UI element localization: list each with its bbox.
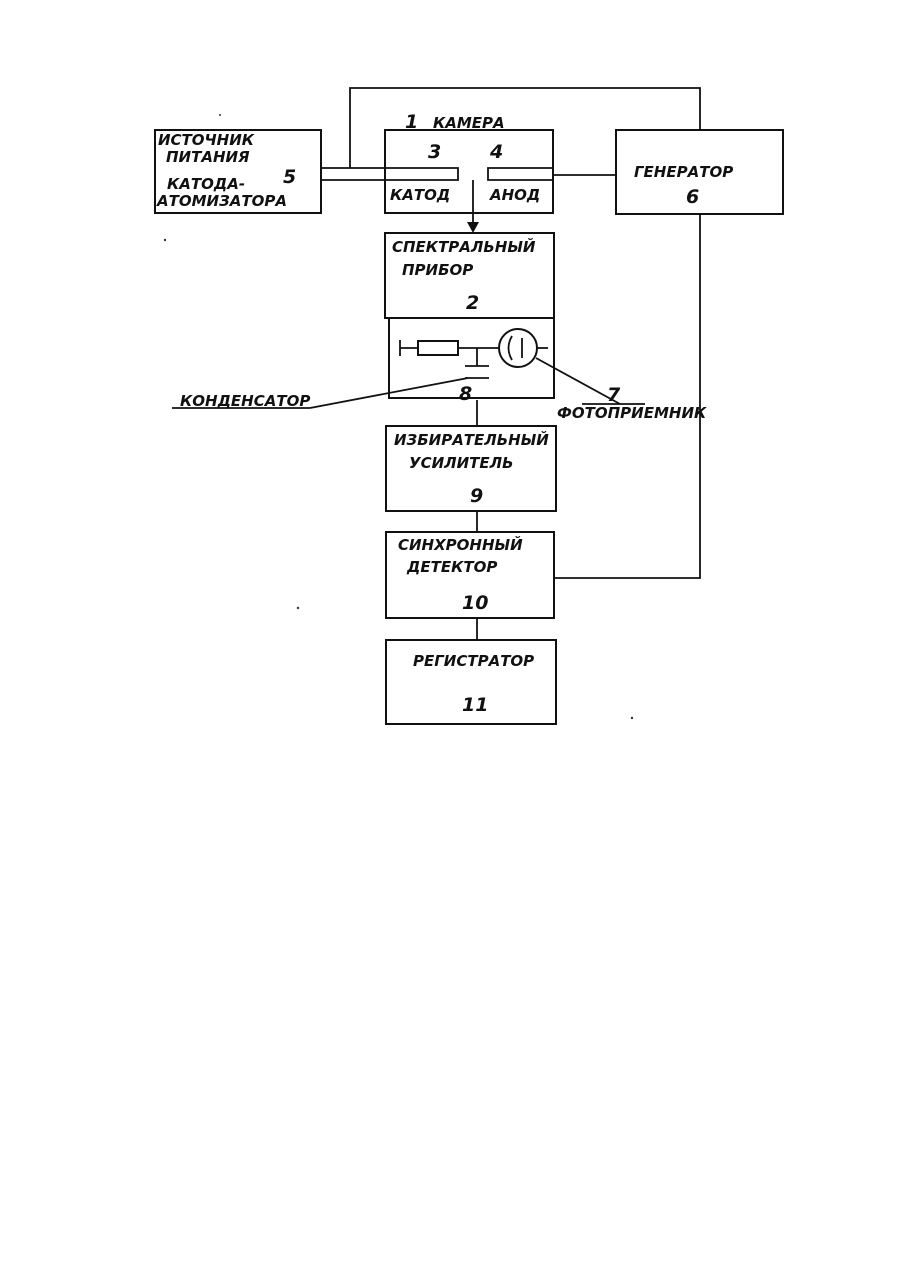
sync-detector-label-1: СИНХРОННЫЙ — [398, 535, 523, 554]
power-source-label-2: ПИТАНИЯ — [166, 148, 250, 166]
cathode-label: КАТОД — [390, 186, 450, 204]
chamber-block: 1 КАМЕРА 3 4 КАТОД АНОД — [321, 111, 553, 213]
spectral-device-block: СПЕКТРАЛЬНЫЙ ПРИБОР 2 — [385, 233, 554, 318]
chamber-label: КАМЕРА — [433, 114, 505, 132]
spectral-device-label-2: ПРИБОР — [402, 261, 473, 279]
selective-amplifier-number: 9 — [470, 485, 483, 507]
photocell-circle — [499, 329, 537, 367]
power-source-label-1: ИСТОЧНИК — [158, 131, 255, 149]
anode-label: АНОД — [489, 186, 540, 204]
capacitor-number: 8 — [459, 383, 472, 405]
generator-feedback-wire — [350, 88, 700, 168]
scan-speck — [297, 607, 299, 609]
anode-electrode — [488, 168, 553, 180]
power-source-label-4: АТОМИЗАТОРА — [156, 192, 287, 210]
photocell-cathode — [509, 336, 513, 360]
power-source-label-3: КАТОДА- — [167, 175, 245, 193]
generator-number: 6 — [686, 186, 699, 208]
power-source-number: 5 — [283, 166, 296, 188]
anode-number: 4 — [489, 141, 503, 163]
sync-detector-block: СИНХРОННЫЙ ДЕТЕКТОР 10 — [386, 532, 554, 618]
detector-circuit-block: 8 — [389, 318, 554, 405]
cathode-number: 3 — [428, 141, 441, 163]
photodetector-number: 7 — [607, 384, 621, 406]
scan-speck — [219, 114, 221, 116]
generator-to-detector-wire — [554, 214, 700, 578]
sync-detector-number: 10 — [462, 592, 488, 614]
recorder-label: РЕГИСТРАТОР — [413, 652, 534, 670]
resistor — [418, 341, 458, 355]
photodetector-label: ФОТОПРИЕМНИК — [557, 404, 707, 422]
generator-block: ГЕНЕРАТОР 6 — [616, 130, 783, 214]
scan-speck — [164, 239, 166, 241]
spectral-device-number: 2 — [466, 292, 479, 314]
selective-amplifier-label-1: ИЗБИРАТЕЛЬНЫЙ — [394, 430, 549, 449]
spectral-device-label-1: СПЕКТРАЛЬНЫЙ — [392, 237, 536, 256]
generator-label: ГЕНЕРАТОР — [634, 163, 733, 181]
sync-detector-label-2: ДЕТЕКТОР — [406, 558, 497, 576]
chamber-number: 1 — [405, 111, 418, 133]
selective-amplifier-block: ИЗБИРАТЕЛЬНЫЙ УСИЛИТЕЛЬ 9 — [386, 426, 556, 511]
light-path-arrowhead — [467, 222, 479, 233]
power-source-block: ИСТОЧНИК ПИТАНИЯ КАТОДА- АТОМИЗАТОРА 5 — [155, 130, 321, 213]
cathode-electrode — [321, 168, 458, 180]
recorder-block: РЕГИСТРАТОР 11 — [386, 640, 556, 724]
recorder-number: 11 — [462, 694, 488, 716]
scan-speck — [631, 717, 633, 719]
selective-amplifier-label-2: УСИЛИТЕЛЬ — [409, 454, 514, 472]
